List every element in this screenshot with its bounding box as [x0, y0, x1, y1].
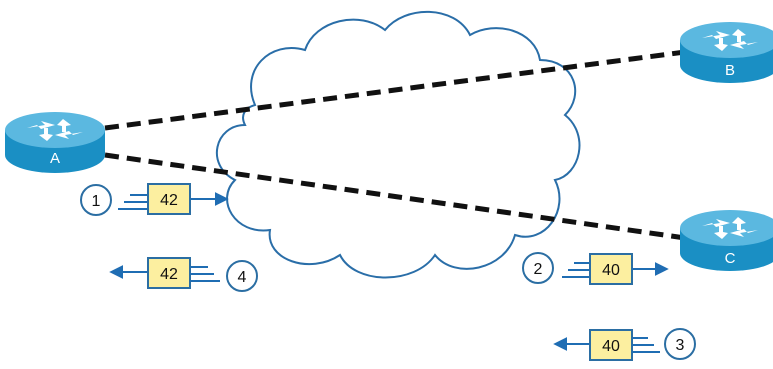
motion-lines [190, 266, 220, 282]
step-4-badge [226, 260, 258, 292]
frame-box [147, 183, 191, 215]
router-b-label: B [725, 62, 735, 79]
motion-lines [562, 262, 590, 278]
frame-dlci: 40 [602, 338, 620, 355]
router-a[interactable]: A [5, 112, 105, 180]
router-c[interactable]: C [680, 210, 773, 271]
step-4: 42 4 [109, 257, 258, 292]
frame-box [147, 257, 191, 289]
step-2: 2 40 [522, 252, 669, 285]
router-a-label: A [50, 150, 60, 167]
router-icon [680, 22, 773, 83]
frame-box [589, 329, 633, 361]
virtual-circuit-a-c [104, 152, 686, 241]
step-1: 1 42 [80, 183, 229, 216]
motion-lines [118, 194, 148, 210]
step-1-badge [80, 184, 112, 216]
router-icon [680, 210, 773, 271]
step-3-number: 3 [676, 337, 685, 354]
step-3-badge [664, 328, 696, 360]
frame-box [589, 253, 633, 285]
frame-relay-cloud-icon [216, 10, 581, 279]
virtual-circuit-a-b [104, 49, 686, 131]
frame-dlci: 40 [602, 262, 620, 279]
router-icon [5, 112, 105, 173]
step-2-badge [522, 252, 554, 284]
frame-dlci: 42 [160, 266, 178, 283]
motion-lines [632, 337, 660, 353]
step-2-number: 2 [534, 261, 543, 278]
frame-dlci: 42 [160, 192, 178, 209]
step-1-number: 1 [92, 193, 101, 210]
step-4-number: 4 [238, 269, 247, 286]
step-3: 40 3 [553, 328, 696, 361]
router-c-label: C [725, 250, 736, 267]
router-b[interactable]: B [680, 22, 773, 83]
